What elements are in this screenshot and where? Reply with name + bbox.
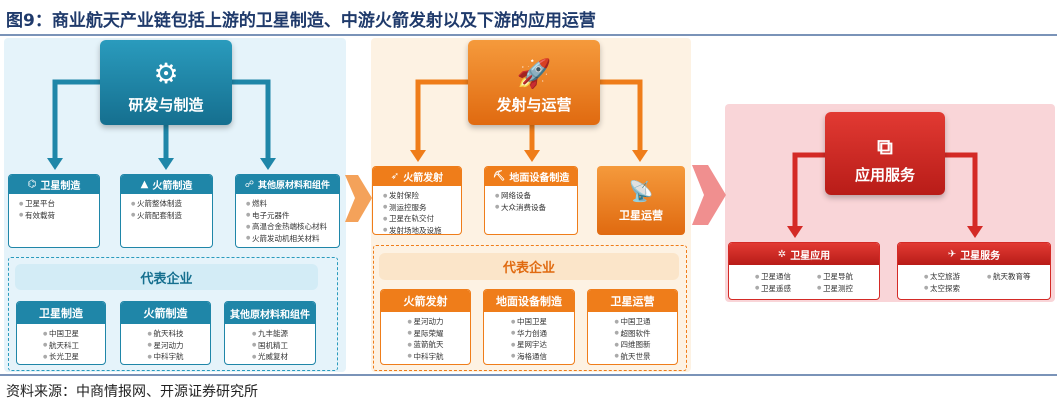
- category-name: 其他原材料和组件: [258, 181, 331, 191]
- list-item: 中国卫星: [511, 316, 547, 328]
- midstream-rep-card: 火箭发射 星河动力星际荣耀蓝箭航天中科宇航: [380, 289, 471, 365]
- downstream-category-card: ✲卫星应用 卫星通信卫星导航卫星遥感卫星测控: [728, 242, 880, 300]
- list-item: 星际荣耀: [408, 328, 443, 340]
- rep-name: 地面设备制造: [484, 290, 574, 312]
- list-item: 中国卫通: [615, 316, 650, 328]
- upstream-title-box: ⚙ 研发与制造: [100, 40, 232, 125]
- list-item: 火箭整体制造: [131, 198, 212, 210]
- rocket-icon: 🚀: [516, 57, 552, 90]
- list-item: 航天世景: [615, 351, 650, 363]
- upstream-rep-region: [8, 257, 338, 371]
- list-item: 航天科技: [148, 328, 183, 340]
- midstream-rep-region: [373, 245, 687, 371]
- components-icon: ☍: [244, 179, 255, 190]
- list-item: 卫星通信: [755, 271, 817, 283]
- rep-name: 卫星制造: [17, 302, 105, 324]
- list-item: 太空探索: [924, 283, 987, 295]
- list-item: 有效载荷: [19, 210, 99, 222]
- category-name: 地面设备制造: [509, 173, 570, 184]
- list-item: 四维图新: [615, 339, 650, 351]
- satellite-app-icon: ✲: [777, 248, 787, 260]
- list-item: 星河动力: [148, 340, 183, 352]
- midstream-rep-card: 卫星运营 中国卫通超图软件四维图新航天世景: [587, 289, 678, 365]
- list-item: 卫星在轨交付: [383, 213, 461, 225]
- list-item: 超图软件: [615, 328, 650, 340]
- list-item: 星网宇达: [511, 339, 547, 351]
- list-item: 中科宇航: [408, 351, 443, 363]
- list-item: 火箭发动机相关材料: [246, 233, 339, 245]
- list-item: 海格通信: [511, 351, 547, 363]
- midstream-title: 发射与运营: [496, 96, 572, 114]
- launch-icon: ➶: [390, 171, 400, 182]
- midstream-title-box: 🚀 发射与运营: [468, 40, 600, 125]
- list-item: 中科宇航: [148, 351, 183, 363]
- category-name: 火箭制造: [152, 181, 193, 192]
- upstream-title: 研发与制造: [128, 96, 204, 114]
- list-item: 星河动力: [408, 316, 443, 328]
- list-item: 卫星平台: [19, 198, 99, 210]
- list-item: 卫星遥感: [755, 283, 817, 295]
- rep-name: 火箭发射: [381, 290, 470, 312]
- midstream-category-card: 📡 卫星运营: [597, 166, 685, 235]
- list-item: 电子元器件: [246, 210, 339, 222]
- list-item: 高温合金热端核心材料: [246, 221, 339, 233]
- rocket-icon: ▲: [140, 179, 149, 190]
- list-item: 长光卫星: [43, 351, 79, 363]
- title-divider: [0, 34, 1057, 36]
- list-item: 太空旅游: [924, 271, 987, 283]
- robot-arm-icon: ⚙: [153, 57, 179, 90]
- list-item: 蓝箭航天: [408, 339, 443, 351]
- midstream-rep-card: 地面设备制造 中国卫星华力创通星网宇达海格通信: [483, 289, 575, 365]
- list-item: 卫星导航: [817, 271, 879, 283]
- network-icon: ⧉: [877, 135, 893, 160]
- upstream-rep-card: 火箭制造 航天科技星河动力中科宇航: [120, 301, 211, 365]
- source-divider: [0, 374, 1057, 376]
- source-note: 资料来源：中商情报网、开源证券研究所: [6, 384, 258, 400]
- upstream-rep-card: 其他原材料和组件 九丰能源国机精工光威复材: [224, 301, 316, 365]
- downstream-title-box: ⧉ 应用服务: [825, 112, 945, 195]
- upstream-rep-card: 卫星制造 中国卫星航天科工长光卫星: [16, 301, 106, 365]
- list-item: 九丰能源: [252, 328, 288, 340]
- list-item: 航天科工: [43, 340, 79, 352]
- list-item: 卫星测控: [817, 283, 879, 295]
- category-name: 卫星服务: [960, 250, 1001, 262]
- list-item: 发射保险: [383, 190, 461, 202]
- upstream-rep-title: 代表企业: [15, 264, 318, 290]
- list-item: 国机精工: [252, 340, 288, 352]
- list-item: 中国卫星: [43, 328, 79, 340]
- list-item: 网络设备: [495, 190, 577, 202]
- list-item: 光威复材: [252, 351, 288, 363]
- rep-name: 卫星运营: [588, 290, 677, 312]
- list-item: 华力创通: [511, 328, 547, 340]
- list-item: 航天教育等: [987, 271, 1050, 283]
- category-name: 卫星应用: [790, 250, 831, 262]
- midstream-rep-title: 代表企业: [379, 253, 679, 280]
- downstream-title: 应用服务: [854, 166, 915, 184]
- satellite-icon: ⌬: [27, 179, 37, 190]
- satellite-service-icon: ✈: [947, 248, 957, 260]
- list-item: 发射场地及设施: [383, 225, 461, 235]
- category-name: 火箭发射: [403, 173, 444, 184]
- downstream-category-card: ✈卫星服务 太空旅游航天教育等太空探索: [897, 242, 1051, 300]
- arrow-up-to-mid: [345, 175, 372, 222]
- upstream-category-card: ⌬卫星制造 卫星平台有效载荷: [8, 174, 100, 248]
- upstream-category-card: ☍其他原材料和组件 燃料电子元器件高温合金热端核心材料火箭发动机相关材料: [235, 174, 340, 248]
- list-item: 大众消费设备: [495, 202, 577, 214]
- midstream-category-card: ➶火箭发射 发射保险测运控服务卫星在轨交付发射场地及设施: [372, 166, 462, 235]
- satellite-dish-icon: 📡: [628, 178, 654, 203]
- rep-name: 其他原材料和组件: [225, 302, 315, 324]
- midstream-category-card: ⛏地面设备制造 网络设备大众消费设备: [484, 166, 578, 235]
- arrow-mid-to-down: [692, 165, 726, 225]
- category-name: 卫星运营: [619, 208, 663, 222]
- list-item: 火箭配套制造: [131, 210, 212, 222]
- category-name: 卫星制造: [40, 181, 81, 192]
- list-item: 燃料: [246, 198, 339, 210]
- list-item: 测运控服务: [383, 202, 461, 214]
- upstream-category-card: ▲火箭制造 火箭整体制造火箭配套制造: [120, 174, 213, 248]
- ground-equipment-icon: ⛏: [492, 171, 506, 182]
- figure-title: 图9：商业航天产业链包括上游的卫星制造、中游火箭发射以及下游的应用运营: [6, 11, 596, 31]
- rep-name: 火箭制造: [121, 302, 210, 324]
